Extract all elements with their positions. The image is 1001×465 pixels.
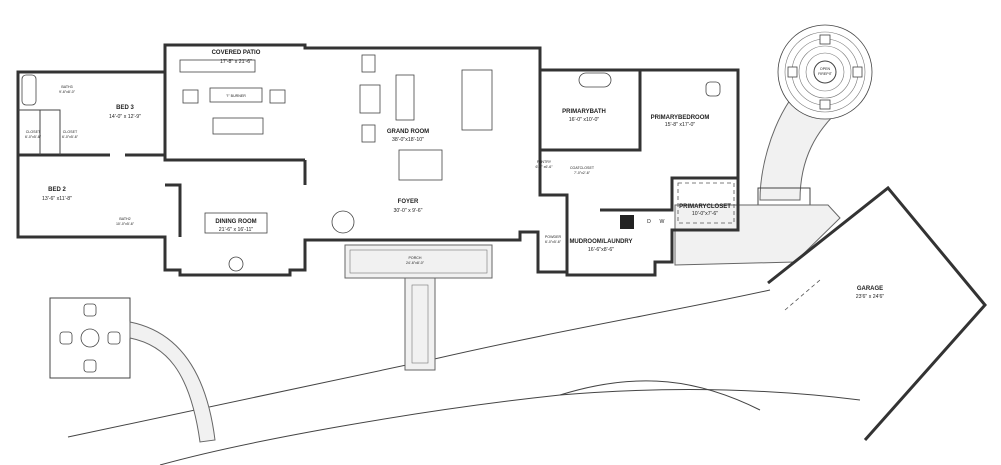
firepit-patio: [759, 24, 873, 201]
road-edge-upper: [67, 289, 771, 438]
burner-label: "I" BURNER: [226, 94, 246, 98]
dining-label: DINING ROOM: [215, 219, 256, 225]
garage-label: GARAGE: [857, 286, 883, 292]
primary-bath-label: PRIMARYBATH: [562, 109, 606, 115]
primary-bedroom-dims: 15'-8" x17'-0": [665, 122, 696, 128]
powder-dims: 6'-0"x5'-6": [545, 240, 562, 244]
bath3-label: BATH3: [61, 85, 72, 89]
bed2-dims: 13'-6" x11'-8": [42, 196, 72, 202]
house-walls: [16, 43, 740, 277]
coat-closet-label: COATCLOSET: [570, 166, 595, 170]
bed3-label: BED 3: [116, 105, 134, 111]
closet-b-label: CLOSET: [63, 130, 78, 134]
bath3-dims: 9'-6"x8'-0": [59, 90, 76, 94]
covered-patio-label: COVERED PATIO: [212, 50, 261, 56]
grand-room-label: GRAND ROOM: [387, 129, 429, 135]
dining-dims: 21'-6" x 16'-11": [219, 227, 254, 233]
outdoor-seating-patio: [49, 297, 131, 379]
furniture: [21, 54, 735, 272]
closet-a-dims: 6'-0"x5'-6": [25, 135, 42, 139]
side-patio: [674, 204, 841, 266]
garage: [767, 185, 987, 441]
road-edge-lower-2: [559, 380, 761, 411]
powder-label: POWDER: [545, 235, 562, 239]
porch-dims: 24'-6"x8'-0": [406, 261, 425, 265]
closet-b-dims: 6'-0"x5'-6": [62, 135, 79, 139]
closet-a-label: CLOSET: [26, 130, 41, 134]
bed3-dims: 14'-0" x 12'-9": [109, 114, 141, 120]
washer-label: W: [660, 219, 665, 225]
bath2-label: BATH2: [119, 217, 130, 221]
porch: [344, 244, 493, 279]
foyer-label: FOYER: [398, 199, 419, 205]
road-edge-lower: [159, 389, 861, 465]
foyer-dims: 30'-0" x 9'-6": [393, 208, 422, 214]
garage-dims: 23'6" x 24'6": [856, 294, 885, 300]
pantry-label: PANTRY: [537, 160, 552, 164]
bath2-dims: 10'-0"x5'-6": [116, 222, 135, 226]
coat-closet-dims: 7'-0"x2'-6": [574, 171, 591, 175]
pantry-dims: 6'-1" x6'-6": [535, 165, 553, 169]
mudroom-dims: 16'-6"x8'-6": [588, 247, 614, 253]
stone-path-curve: [129, 321, 216, 443]
porch-label: PORCH: [409, 256, 422, 260]
primary-bedroom-label: PRIMARYBEDROOM: [651, 115, 710, 121]
firepit-label: OPEN: [820, 67, 831, 71]
firepit-label-2: FIREPIT: [818, 72, 833, 76]
primary-bath-dims: 16'-0" x10'-0": [569, 117, 600, 123]
grand-room-dims: 38'-0"x18'-10": [392, 137, 424, 143]
primary-closet-dims: 10'-0"x7'-6": [692, 211, 718, 217]
front-walkway: [404, 277, 436, 371]
mudroom-label: MUDROOM/LAUNDRY: [569, 239, 632, 245]
dryer-label: D: [647, 219, 651, 225]
covered-patio-dims: 17'-8" x 21'-6": [220, 59, 252, 65]
primary-closet-label: PRIMARYCLOSET: [679, 204, 731, 210]
bed2-label: BED 2: [48, 187, 66, 193]
